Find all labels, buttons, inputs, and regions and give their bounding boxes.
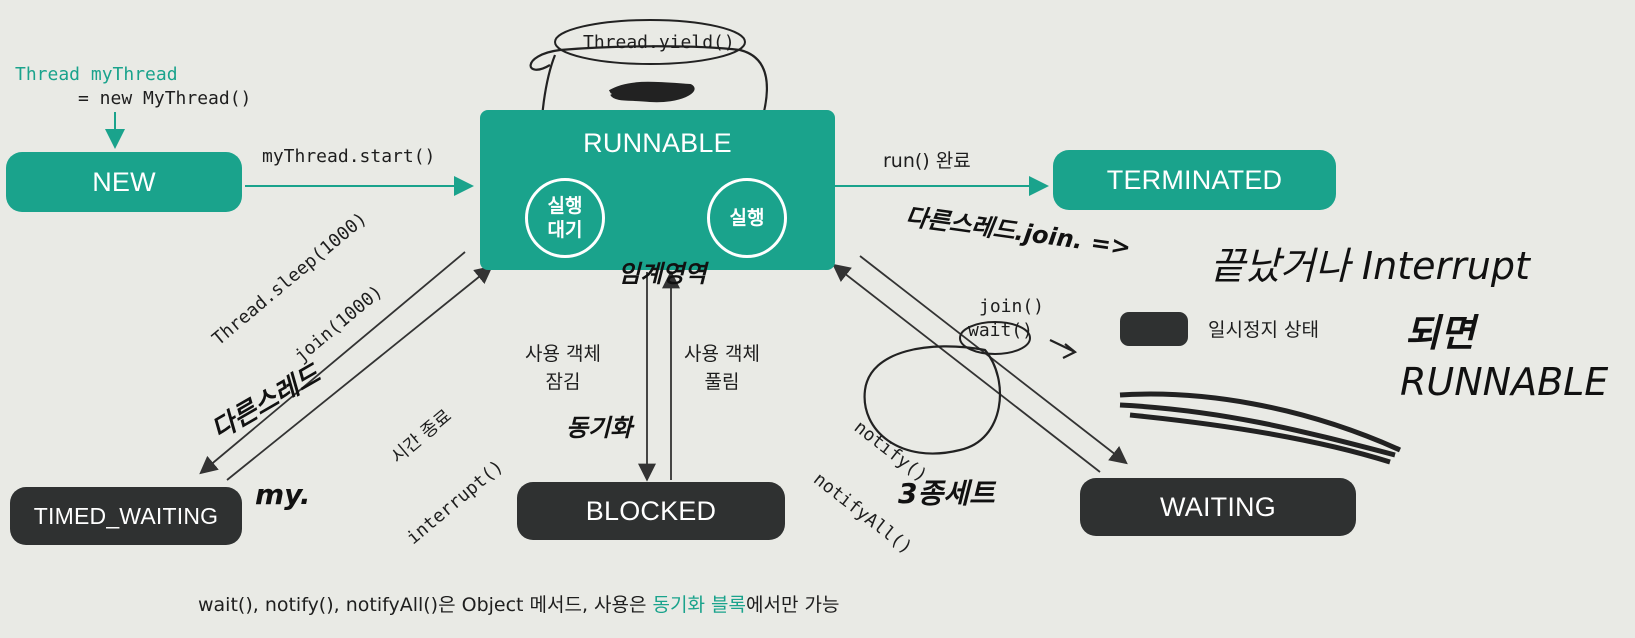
state-new: NEW: [6, 152, 242, 212]
state-timed-waiting-label: TIMED_WAITING: [33, 502, 219, 529]
lock-acquire-label: 사용 객체 잠김: [525, 340, 601, 396]
yield-loop-stroke: [529, 45, 768, 166]
state-terminated-label: TERMINATED: [1106, 164, 1283, 195]
lock-release-line2: 풀림: [704, 371, 740, 393]
state-runnable: RUNNABLE: [480, 110, 835, 270]
yield-label: Thread.yield(): [583, 32, 735, 53]
run-done-label: run() 완료: [883, 150, 971, 172]
join-label: join(): [979, 296, 1045, 317]
hand-three-set: 3종세트: [898, 477, 995, 510]
from-waiting-arrow: [832, 263, 1101, 473]
three-set-circle: [863, 345, 1002, 455]
timeout-label-line1: 시간 종료: [387, 405, 456, 468]
create-label-line2: = new MyThread(): [78, 88, 252, 109]
state-timed-waiting: TIMED_WAITING: [10, 487, 242, 545]
footer-part1: wait(), notify(), notifyAll()은 Object 메서…: [198, 594, 653, 616]
hand-critical-section: 임계영역: [618, 260, 707, 288]
to-timed-waiting-arrow: [199, 251, 466, 475]
state-waiting: WAITING: [1080, 478, 1356, 536]
lock-acquire-line2: 잠김: [545, 371, 581, 393]
state-ready-circle: 실행 대기: [525, 178, 605, 258]
state-running-circle: 실행: [707, 178, 787, 258]
state-waiting-label: WAITING: [1160, 491, 1276, 522]
hand-runnable: RUNNABLE: [1400, 360, 1609, 404]
lock-release-line1: 사용 객체: [684, 343, 760, 365]
to-waiting-arrow: [859, 255, 1128, 465]
state-runnable-label: RUNNABLE: [583, 128, 732, 158]
wait-label: wait(): [968, 320, 1034, 341]
legend-label: 일시정지 상태: [1208, 319, 1319, 341]
legend-swatch: [1120, 312, 1188, 346]
interrupt-label: interrupt(): [402, 456, 508, 549]
hand-if-becomes: 되면: [1405, 311, 1475, 355]
state-blocked-label: BLOCKED: [585, 495, 717, 526]
from-timed-waiting-arrow: [226, 265, 493, 481]
footer-part2: 에서만 가능: [745, 594, 840, 616]
hand-sync: 동기화: [566, 414, 633, 442]
state-blocked: BLOCKED: [517, 482, 785, 540]
footer-highlight: 동기화 블록: [652, 594, 746, 616]
state-new-label: NEW: [92, 166, 156, 197]
lock-acquire-line1: 사용 객체: [525, 343, 601, 365]
lock-release-label: 사용 객체 풀림: [684, 340, 760, 396]
footer-note: wait(), notify(), notifyAll()은 Object 메서…: [198, 590, 839, 617]
hand-ends-or-interrupt: 끝났거나 Interrupt: [1210, 244, 1530, 288]
hand-my: my.: [255, 478, 311, 511]
state-terminated: TERMINATED: [1053, 150, 1336, 210]
start-label: myThread.start(): [262, 146, 436, 167]
create-label-line1: Thread myThread: [15, 64, 178, 85]
